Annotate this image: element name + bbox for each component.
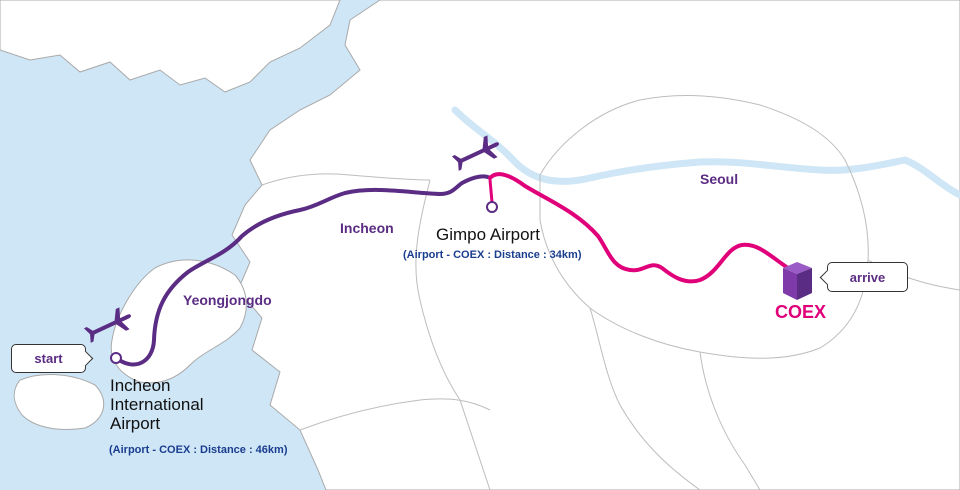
incheon-airport-marker — [110, 352, 122, 364]
district-boundary-5 — [299, 398, 491, 431]
incheon-airport-name-line3: Airport — [110, 414, 161, 433]
district-boundary-2 — [589, 307, 701, 490]
seoul-label: Seoul — [700, 171, 739, 187]
yeongjongdo-label: Yeongjongdo — [183, 292, 272, 308]
start-callout: start — [11, 344, 86, 373]
north-landmass — [0, 0, 341, 93]
yeongjongdo-island — [110, 259, 247, 384]
gimpo-airport-name: Gimpo Airport — [436, 225, 540, 244]
coex-label: COEX — [775, 302, 827, 322]
gimpo-connector — [488, 179, 494, 203]
arrive-callout: arrive — [827, 262, 908, 292]
arrive-callout-text: arrive — [849, 269, 886, 285]
west-island — [13, 374, 105, 430]
han-river — [451, 106, 960, 199]
mainland — [231, 0, 960, 490]
district-boundary-6 — [261, 173, 431, 186]
route-gimpo-airport — [488, 172, 790, 284]
district-boundary-4 — [699, 351, 761, 490]
incheon-airport-name-line1: Incheon — [110, 376, 171, 395]
gimpo-airport-marker — [486, 201, 498, 213]
cube-building-icon — [783, 262, 812, 300]
airplane-icon — [83, 307, 131, 343]
route-incheon-airport — [114, 174, 492, 367]
incheon-airport-name-line2: International — [110, 395, 204, 414]
incheon-label: Incheon — [340, 220, 394, 236]
district-boundary-1 — [415, 179, 491, 490]
start-callout-text: start — [34, 351, 63, 366]
incheon-airport-distance: (Airport - COEX : Distance : 46km) — [109, 444, 288, 456]
airplane-icon — [451, 135, 499, 171]
gimpo-airport-distance: (Airport - COEX : Distance : 34km) — [403, 249, 582, 261]
